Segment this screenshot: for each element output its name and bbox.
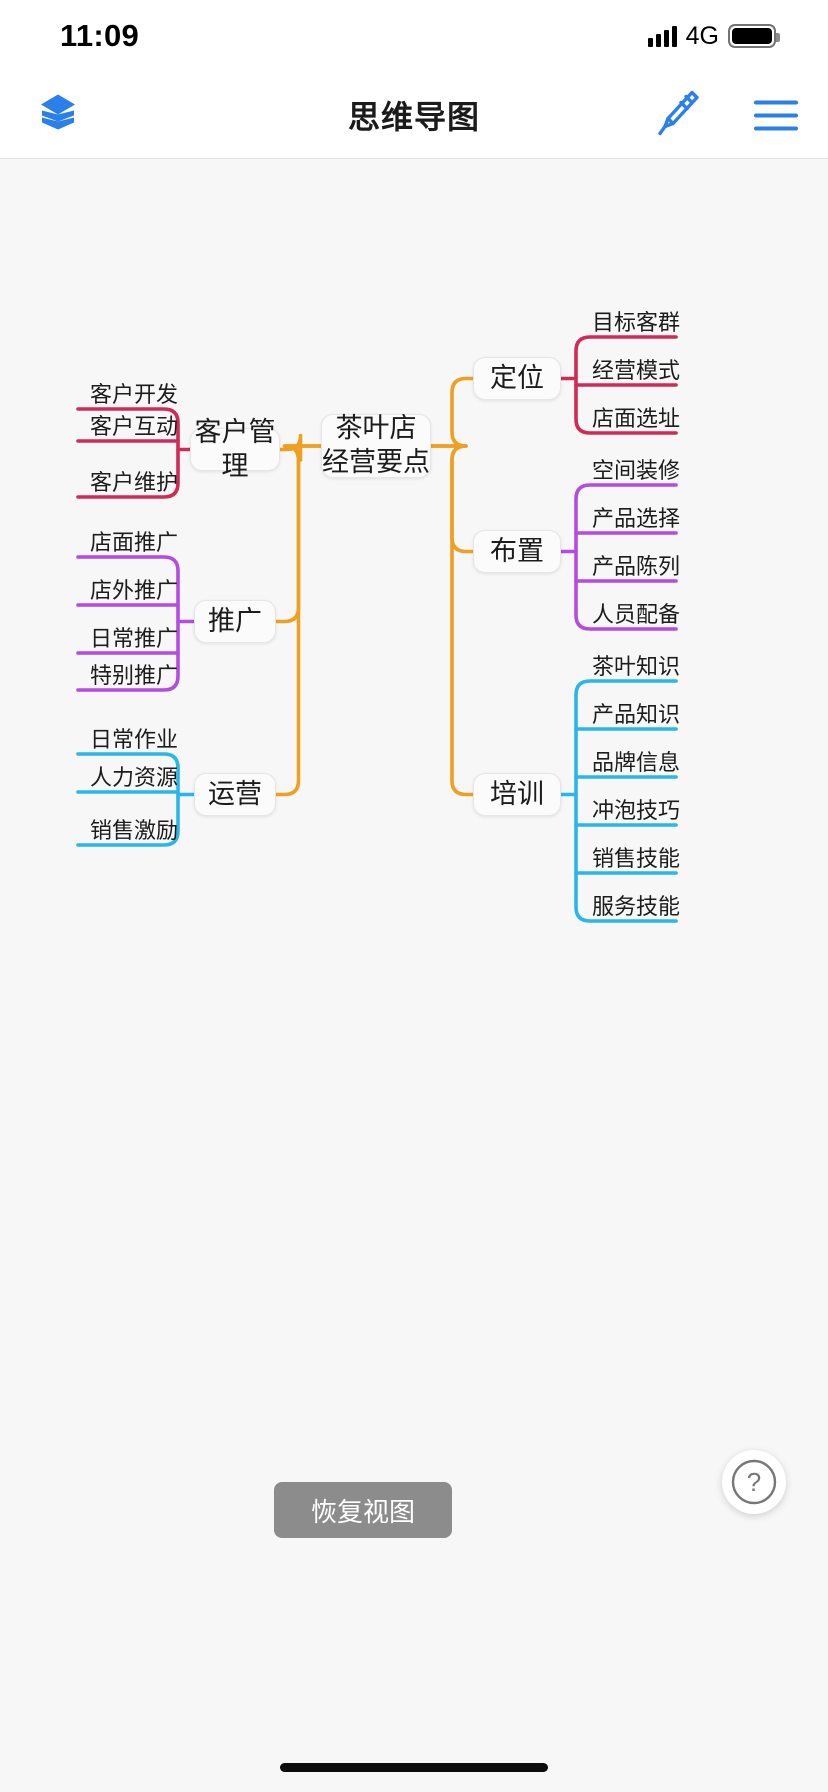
hamburger-menu-icon[interactable] bbox=[754, 100, 798, 130]
mindmap-leaf-node[interactable]: 特别推广 bbox=[90, 663, 179, 688]
connector-path bbox=[429, 444, 475, 797]
restore-view-button[interactable]: 恢复视图 bbox=[274, 1482, 452, 1538]
mindmap-leaf-node[interactable]: 销售激励 bbox=[90, 818, 179, 843]
mindmap-leaf-node[interactable]: 产品选择 bbox=[592, 506, 681, 531]
network-type-label: 4G bbox=[685, 21, 719, 50]
mindmap-leaf-node[interactable]: 目标客群 bbox=[592, 310, 681, 335]
mindmap-branch-node[interactable]: 布置 bbox=[473, 530, 561, 573]
mindmap-leaf-node[interactable]: 销售技能 bbox=[592, 846, 681, 871]
mindmap-leaf-node[interactable]: 店面选址 bbox=[592, 406, 681, 431]
signal-bars-icon bbox=[647, 25, 677, 47]
connector-path bbox=[429, 376, 475, 448]
brush-icon[interactable] bbox=[656, 88, 702, 143]
status-time: 11:09 bbox=[60, 18, 140, 53]
status-indicators: 4G bbox=[647, 21, 780, 51]
mindmap-connectors bbox=[76, 335, 678, 923]
battery-full-icon bbox=[728, 24, 780, 48]
mindmap-root-node[interactable]: 茶叶店 经营要点 bbox=[321, 413, 431, 478]
page-title: 思维导图 bbox=[347, 99, 480, 135]
mindmap-leaf-node[interactable]: 服务技能 bbox=[592, 894, 681, 919]
status-bar: 11:09 4G bbox=[0, 0, 828, 72]
mindmap-leaf-node[interactable]: 产品知识 bbox=[592, 702, 681, 727]
app-bar-actions bbox=[656, 88, 798, 143]
mindmap-leaf-node[interactable]: 客户互动 bbox=[90, 414, 179, 439]
home-indicator bbox=[280, 1763, 548, 1772]
svg-text:?: ? bbox=[747, 1467, 761, 1497]
mindmap-leaf-node[interactable]: 日常作业 bbox=[90, 727, 179, 752]
connector-path bbox=[574, 679, 678, 923]
connector-path bbox=[274, 444, 323, 797]
mindmap-leaf-node[interactable]: 客户维护 bbox=[90, 470, 179, 495]
mindmap-leaf-node[interactable]: 冲泡技巧 bbox=[592, 798, 681, 823]
layers-icon[interactable] bbox=[36, 91, 80, 140]
mindmap-leaf-node[interactable]: 经营模式 bbox=[592, 358, 681, 383]
mindmap-leaf-node[interactable]: 日常推广 bbox=[90, 626, 179, 651]
question-mark-circle-icon[interactable]: ? bbox=[722, 1450, 786, 1514]
mindmap-leaf-node[interactable]: 店面推广 bbox=[90, 530, 179, 555]
connector-path bbox=[574, 483, 678, 631]
mindmap-leaf-node[interactable]: 店外推广 bbox=[90, 578, 179, 603]
mindmap-leaf-node[interactable]: 人力资源 bbox=[90, 765, 179, 790]
mindmap-branch-node[interactable]: 推广 bbox=[194, 600, 276, 643]
app-bar: 思维导图 bbox=[0, 72, 828, 159]
mindmap-leaf-node[interactable]: 产品陈列 bbox=[592, 554, 681, 579]
mindmap-branch-node[interactable]: 培训 bbox=[473, 773, 561, 816]
mindmap-leaf-node[interactable]: 人员配备 bbox=[592, 602, 681, 627]
connector-path bbox=[76, 555, 180, 692]
mindmap-branch-node[interactable]: 客户管理 bbox=[190, 417, 280, 481]
connector-path bbox=[76, 407, 180, 499]
mindmap-canvas[interactable]: 茶叶店 经营要点客户管理客户开发客户互动客户维护推广 店面推广店外推广日常推广特别… bbox=[0, 159, 828, 1792]
mindmap-branch-node[interactable]: 定位 bbox=[473, 357, 561, 400]
mindmap-leaf-node[interactable]: 客户开发 bbox=[90, 382, 179, 407]
mindmap-branch-node[interactable]: 运营 bbox=[194, 773, 276, 816]
connector-path bbox=[76, 752, 180, 847]
mindmap-leaf-node[interactable]: 品牌信息 bbox=[592, 750, 681, 775]
mindmap-leaf-node[interactable]: 空间装修 bbox=[592, 458, 681, 483]
mindmap-leaf-node[interactable]: 茶叶知识 bbox=[592, 654, 681, 679]
